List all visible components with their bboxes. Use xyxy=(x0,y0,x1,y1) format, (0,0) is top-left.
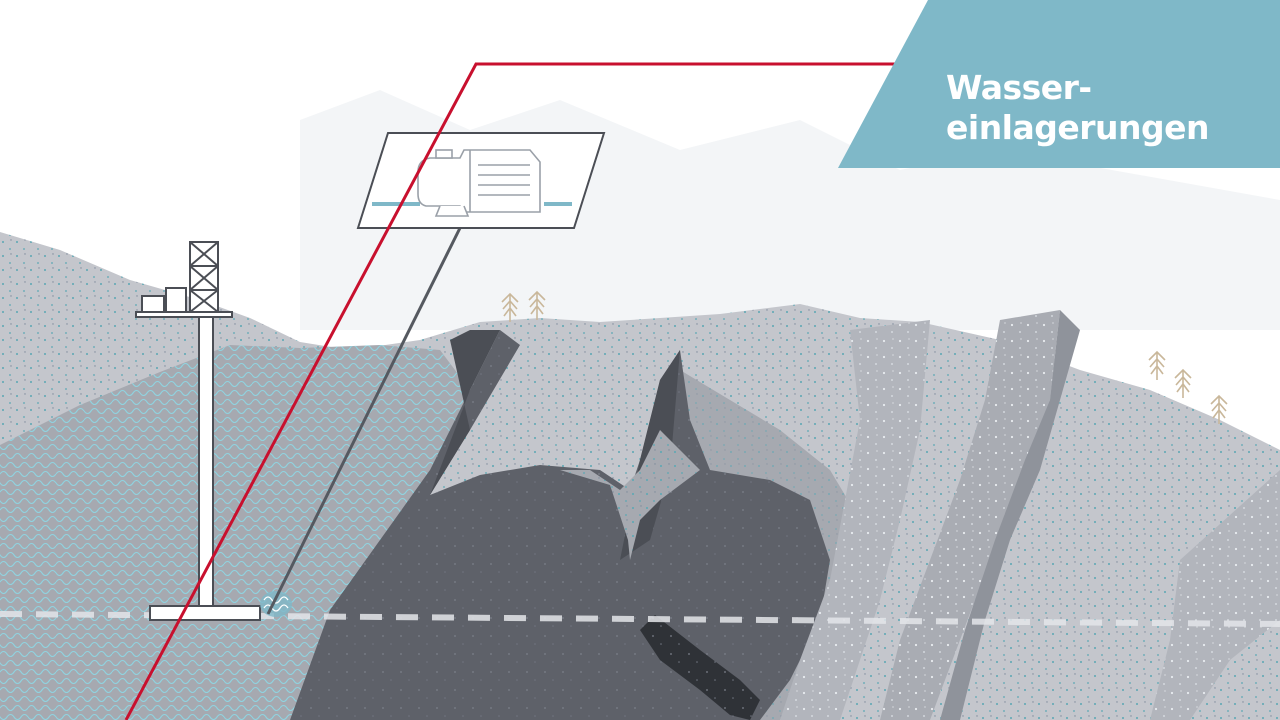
drill-rig-icon xyxy=(135,241,233,318)
pump-icon xyxy=(417,149,541,217)
label-line-1: Wasser- xyxy=(946,68,1092,107)
water-inclusions-label: Wasser- einlagerungen xyxy=(946,68,1266,148)
pump-inset xyxy=(266,132,606,615)
tree-icon xyxy=(501,290,1228,424)
label-pointer-line xyxy=(124,62,895,720)
label-line-2: einlagerungen xyxy=(946,108,1210,147)
mine-shaft xyxy=(149,316,261,621)
water-inflow xyxy=(260,591,292,617)
